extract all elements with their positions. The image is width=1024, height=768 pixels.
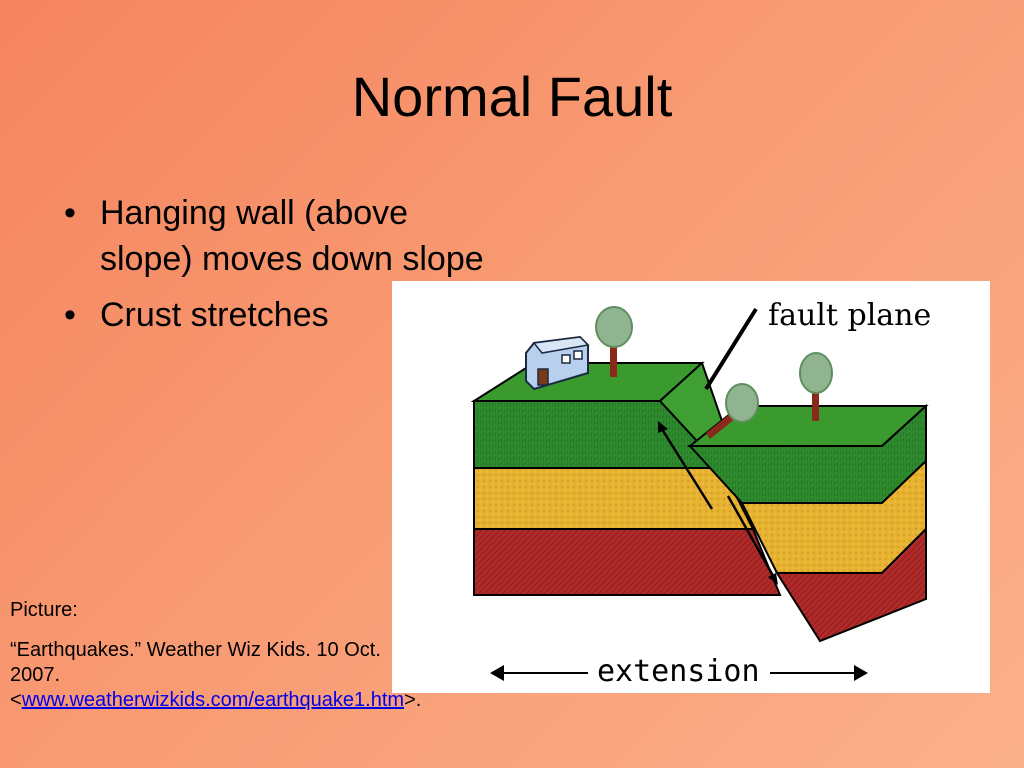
hanging-wall-slip-arrow xyxy=(726,495,778,582)
footwall-slip-arrow xyxy=(658,425,714,510)
citation-link[interactable]: www.weatherwizkids.com/earthquake1.htm xyxy=(21,689,405,711)
fault-block-illustration: fault plane extension xyxy=(470,298,931,689)
citation-source-text: “Earthquakes.” Weather Wiz Kids. 10 Oct.… xyxy=(10,639,381,686)
fault-slip-arrows xyxy=(658,421,778,585)
citation-link-close: >. xyxy=(404,689,422,711)
fault-plane-label: fault plane xyxy=(768,298,931,333)
extension-arrow xyxy=(490,665,868,681)
normal-fault-diagram: fault plane extension xyxy=(392,281,990,693)
citation-label: Picture: xyxy=(10,599,78,621)
bullet-item: Hanging wall (above slope) moves down sl… xyxy=(56,190,496,282)
hanging-wall-rock-layer xyxy=(775,526,927,643)
bullet-item: Crust stretches xyxy=(56,292,496,338)
hanging-wall-arrow-head xyxy=(768,573,778,585)
house-icon xyxy=(525,335,590,391)
picture-citation: Picture: “Earthquakes.” Weather Wiz Kids… xyxy=(10,598,430,713)
footwall-arrow-head xyxy=(658,421,668,433)
fault-plane-pointer xyxy=(704,307,758,391)
footwall-sand-layer xyxy=(473,467,755,530)
extension-label: extension xyxy=(597,654,760,689)
bullet-list: Hanging wall (above slope) moves down sl… xyxy=(56,190,496,348)
footwall-rock-layer xyxy=(473,528,782,596)
tree-icon xyxy=(799,352,833,421)
toppled-tree-icon xyxy=(706,383,759,439)
tree-icon xyxy=(595,306,633,377)
slide-title: Normal Fault xyxy=(351,65,673,128)
citation-link-open: < xyxy=(10,689,22,711)
citation-source: “Earthquakes.” Weather Wiz Kids. 10 Oct.… xyxy=(10,638,430,713)
